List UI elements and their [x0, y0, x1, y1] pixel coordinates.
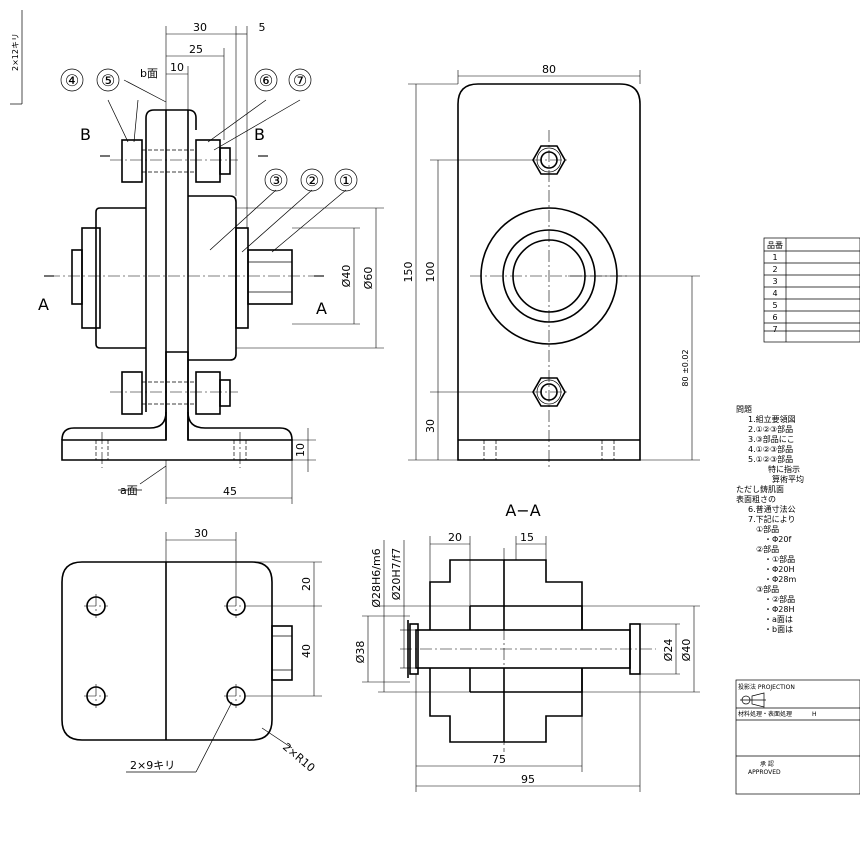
problem-line: ・Φ28H: [764, 605, 795, 614]
title-material: 材料処理・表面処理: [738, 710, 792, 718]
dim-sec-d38: Ø38: [354, 641, 367, 664]
parts-row-3: 3: [772, 277, 777, 286]
dim-height-10: 10: [294, 443, 307, 457]
view-title-aa: A−A: [505, 501, 540, 520]
parts-row-7: 7: [772, 325, 777, 334]
section-b-right: B: [254, 125, 265, 144]
front-view: [10, 10, 384, 504]
problem-notes: 問題 1.組立要領図 2.①②③部品 3.③部品にこ 4.①②③部品 5.①②③…: [736, 405, 804, 634]
problem-line: 4.①②③部品: [748, 444, 793, 454]
title-approved-jp: 承 認: [760, 760, 774, 768]
problem-line: 表面粗さの: [736, 494, 776, 504]
dim-sec-d24: Ø24: [662, 639, 675, 662]
dim-sec-d40: Ø40: [680, 639, 693, 662]
balloon-7: ⑦: [293, 71, 307, 90]
problem-line: 7.下記により: [748, 514, 795, 524]
parts-row-5: 5: [772, 301, 777, 310]
problem-line: ・Φ20f: [764, 535, 791, 544]
parts-row-6: 6: [772, 313, 777, 322]
problem-line: ③部品: [756, 584, 779, 594]
problem-line: ・Φ20H: [764, 565, 795, 574]
problem-line: ・b面は: [764, 625, 793, 634]
dim-top-5: 5: [259, 21, 266, 34]
section-a-right: A: [316, 299, 327, 318]
balloon-4: ④: [65, 71, 79, 90]
section-view: [362, 536, 700, 792]
dim-width-45: 45: [223, 485, 237, 498]
dim-side-150: 150: [402, 262, 415, 283]
parts-row-4: 4: [772, 289, 777, 298]
problem-title: 問題: [736, 405, 752, 414]
problem-line: ・②部品: [764, 594, 795, 604]
dim-plan-20: 20: [300, 577, 313, 591]
problem-line: 2.①②③部品: [748, 424, 793, 434]
problem-line: ただし鋳肌面: [736, 484, 784, 494]
dim-side-100: 100: [424, 262, 437, 283]
title-approved-en: APPROVED: [748, 769, 781, 776]
dim-side-30: 30: [424, 419, 437, 433]
dim-sec-20: 20: [448, 531, 462, 544]
title-block: [735, 679, 860, 795]
section-b-left: B: [80, 125, 91, 144]
problem-line: 5.①②③部品: [748, 454, 793, 464]
dim-plan-30: 30: [194, 527, 208, 540]
problem-line: 3.③部品にこ: [748, 434, 795, 444]
balloon-1: ①: [339, 171, 353, 190]
balloon-5: ⑤: [101, 71, 115, 90]
parts-row-1: 1: [772, 253, 777, 262]
dim-sec-d20: Ø20H7/f7: [390, 548, 403, 601]
dim-sec-15: 15: [520, 531, 534, 544]
note-radius: 2×R10: [280, 740, 317, 774]
parts-header: 品番: [767, 240, 783, 250]
problem-line: ②部品: [756, 544, 779, 554]
dim-side-80w: 80: [542, 63, 556, 76]
dim-side-80tol: 80 ±0.02: [681, 349, 690, 386]
label-a-face: a面: [120, 484, 138, 497]
parts-table: [763, 237, 860, 343]
dim-plan-40: 40: [300, 644, 313, 658]
balloon-6: ⑥: [259, 71, 273, 90]
dim-sec-d28: Ø28H6/m6: [370, 548, 383, 607]
note-holes-9: 2×9キリ: [130, 759, 175, 772]
section-a-left: A: [38, 295, 49, 314]
problem-line: ・①部品: [764, 554, 795, 564]
dim-sec-95: 95: [521, 773, 535, 786]
dim-top-25: 25: [189, 43, 203, 56]
dim-dia-60: Ø60: [362, 267, 375, 290]
note-holes-12: 2×12キリ: [11, 33, 20, 71]
label-b-face: b面: [140, 67, 158, 80]
problem-line: 算術平均: [772, 474, 804, 484]
problem-line: ①部品: [756, 524, 779, 534]
dim-top-10: 10: [170, 61, 184, 74]
title-projection: 投影法 PROJECTION: [738, 683, 795, 691]
title-material-suffix: H: [812, 711, 817, 718]
problem-line: 特に指示: [768, 464, 800, 474]
plan-view: [61, 532, 322, 773]
dim-sec-75: 75: [492, 753, 506, 766]
problem-line: ・a面は: [764, 615, 793, 624]
problem-line: 6.普通寸法公: [748, 504, 796, 514]
problem-line: ・Φ28m: [764, 575, 796, 584]
balloon-3: ③: [269, 171, 283, 190]
dim-dia-40: Ø40: [340, 265, 353, 288]
parts-row-2: 2: [772, 265, 777, 274]
problem-line: 1.組立要領図: [748, 414, 796, 424]
dim-top-30: 30: [193, 21, 207, 34]
side-view: [408, 70, 700, 470]
balloon-2: ②: [305, 171, 319, 190]
